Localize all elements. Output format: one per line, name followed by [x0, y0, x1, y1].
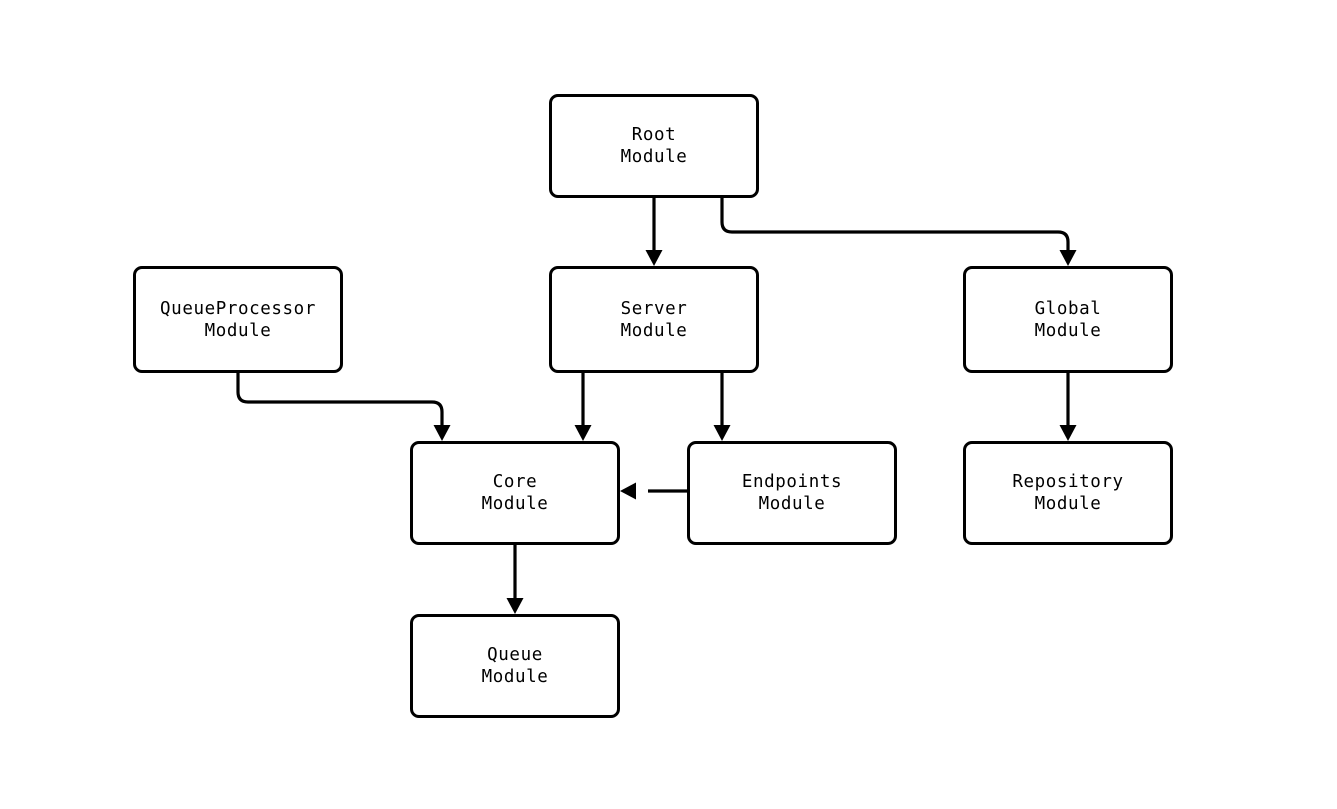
- node-queue-label-line1: Queue: [487, 645, 543, 665]
- node-repository-label-line2: Module: [1034, 494, 1102, 514]
- node-root-label-line2: Module: [620, 147, 688, 167]
- arrowhead-core-queue: [506, 598, 524, 614]
- node-repository[interactable]: Repository Module: [963, 441, 1173, 545]
- edge-queueprocessor-core: [236, 373, 444, 427]
- arrowhead-endpoints-core: [620, 482, 636, 500]
- node-endpoints-label-line2: Module: [758, 494, 826, 514]
- node-queueprocessor-label-line2: Module: [204, 320, 272, 341]
- edge-root-global: [720, 198, 1070, 252]
- node-server-label-line2: Module: [620, 320, 688, 341]
- arrowhead-server-endpoints: [713, 425, 731, 441]
- arrowhead-queueprocessor-core: [433, 425, 451, 441]
- node-repository-label-line1: Repository: [1012, 472, 1124, 492]
- node-server[interactable]: Server Module: [549, 266, 759, 373]
- node-core-label-line2: Module: [481, 494, 549, 514]
- node-global-label-line1: Global: [1034, 298, 1102, 319]
- node-queue-label-line2: Module: [481, 667, 549, 687]
- arrowhead-global-repository: [1059, 425, 1077, 441]
- node-queueprocessor-label-line1: QueueProcessor: [160, 298, 316, 319]
- node-endpoints[interactable]: Endpoints Module: [687, 441, 897, 545]
- node-root-label-line1: Root: [631, 125, 677, 145]
- node-global[interactable]: Global Module: [963, 266, 1173, 373]
- node-queue[interactable]: Queue Module: [410, 614, 620, 718]
- node-endpoints-label-line1: Endpoints: [741, 472, 843, 492]
- node-global-label-line2: Module: [1034, 320, 1102, 341]
- node-core-label-line1: Core: [492, 472, 538, 492]
- arrowhead-server-core: [574, 425, 592, 441]
- node-root[interactable]: Root Module: [549, 94, 759, 198]
- arrowhead-root-server: [645, 250, 663, 266]
- node-queueprocessor[interactable]: QueueProcessor Module: [133, 266, 343, 373]
- arrowhead-root-global: [1059, 250, 1077, 266]
- node-server-label-line1: Server: [620, 298, 688, 319]
- node-core[interactable]: Core Module: [410, 441, 620, 545]
